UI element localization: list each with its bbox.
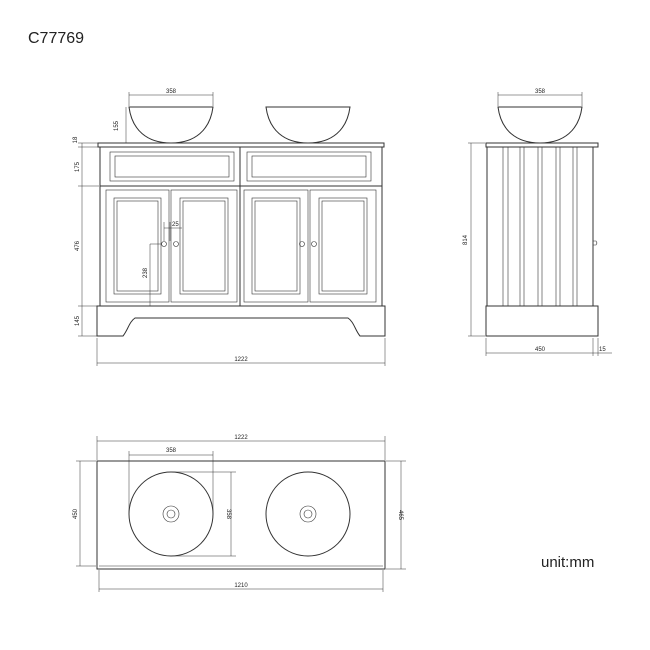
right-drain <box>299 505 317 523</box>
front-view: 358 155 18 175 476 145 25 238 1222 <box>73 89 386 366</box>
dim-handle-gap: 25 <box>172 222 179 228</box>
product-code: C77769 <box>28 30 85 47</box>
right-bowl <box>265 471 351 557</box>
dim-overhang: 15 <box>599 347 606 353</box>
dim-top-basin-depth: 358 <box>225 509 231 520</box>
left-basin <box>128 106 214 144</box>
right-basin <box>265 106 351 144</box>
door-knob <box>173 241 179 247</box>
left-bowl <box>128 471 214 557</box>
dim-top-depth: 465 <box>397 510 403 521</box>
dim-basin-height: 155 <box>114 120 120 131</box>
door-4 <box>309 189 377 303</box>
dim-drawer-height: 175 <box>75 161 81 172</box>
side-basin <box>497 106 583 144</box>
left-drain <box>162 505 180 523</box>
door-2 <box>170 189 238 303</box>
top-view: 1222 358 358 450 465 1210 <box>73 435 406 592</box>
left-drawer <box>109 151 235 182</box>
door-knob <box>161 241 167 247</box>
cabinet-body <box>99 146 383 307</box>
unit-label: unit:mm <box>541 554 595 571</box>
dim-side-depth: 450 <box>535 347 546 353</box>
dim-top-basin-width: 358 <box>166 448 177 454</box>
door-knob <box>311 241 317 247</box>
countertop <box>97 142 385 148</box>
dim-overall-height: 814 <box>463 234 469 245</box>
dim-plinth-height: 145 <box>75 315 81 326</box>
dim-door-height: 476 <box>75 240 81 251</box>
dim-top-overall-width: 1222 <box>234 435 248 441</box>
door-1 <box>105 189 170 303</box>
side-view: 358 814 450 15 <box>463 89 612 356</box>
door-knob <box>299 241 305 247</box>
dim-top-thickness: 18 <box>73 136 79 143</box>
dim-overall-width: 1222 <box>234 357 248 363</box>
dim-cabinet-depth: 450 <box>73 508 79 519</box>
dim-side-basin-width: 358 <box>535 89 546 95</box>
side-knob <box>593 240 598 246</box>
plinth <box>96 305 386 337</box>
right-drawer <box>246 151 372 182</box>
door-3 <box>243 189 309 303</box>
side-countertop <box>485 142 599 148</box>
dim-basin-width: 358 <box>166 89 177 95</box>
dim-cabinet-width: 1210 <box>234 583 248 589</box>
dim-handle-height: 238 <box>143 267 149 278</box>
top-outline <box>96 460 386 570</box>
side-plinth <box>485 305 599 337</box>
